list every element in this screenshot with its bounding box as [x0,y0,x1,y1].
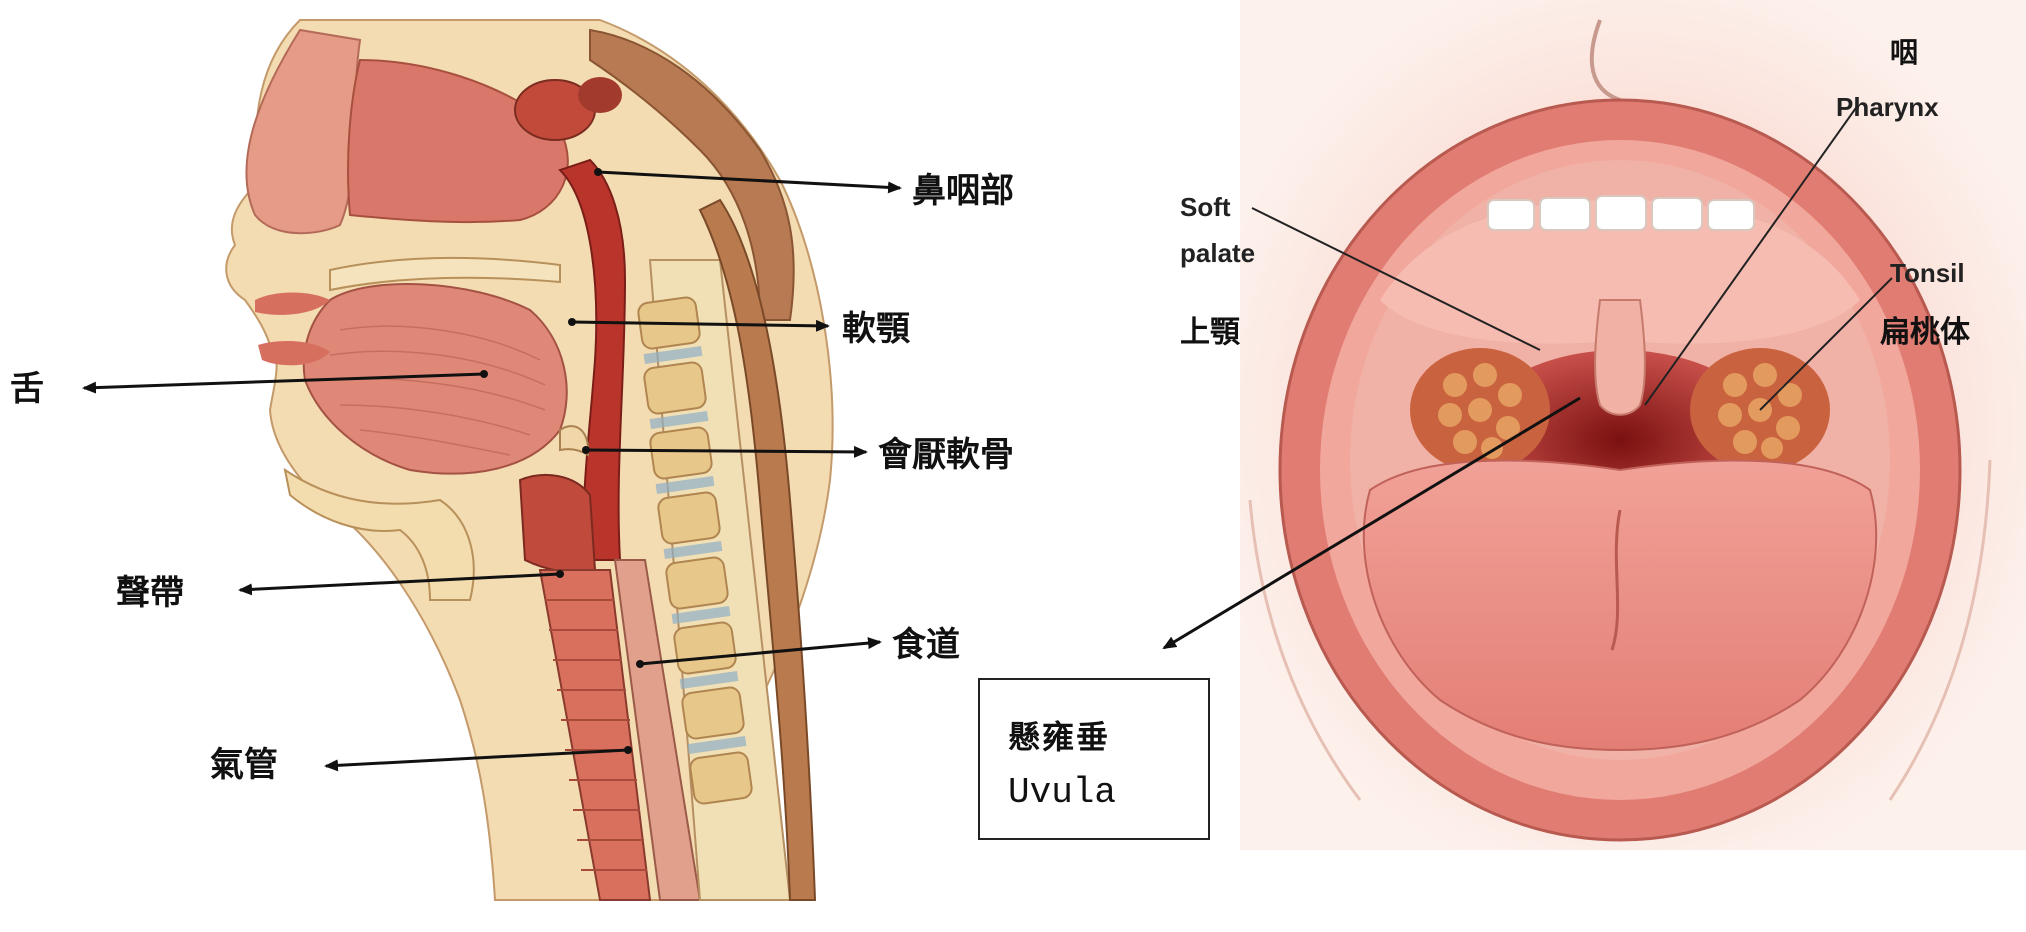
sagittal-head-section [226,20,832,900]
label-trachea: 氣管 [210,745,278,785]
label-soft-palate-zh: 上顎 [1180,315,1241,350]
label-tonsil-zh: 扁桃体 [1880,315,1971,350]
nose [246,30,360,233]
upper-teeth [1488,196,1754,230]
uvula-label-box: 懸雍垂 Uvula [978,678,1210,840]
label-pharynx-zh: 咽 [1890,36,1918,69]
label-soft-palate-en-2: palate [1180,238,1255,268]
label-pharynx-en: Pharynx [1836,92,1939,122]
label-tonsil-en: Tonsil [1890,258,1965,288]
label-vocal-cords: 聲帶 [116,573,184,613]
label-uvula-zh: 懸雍垂 [1008,712,1110,758]
arrow-epiglottis [586,450,866,452]
label-soft-palate-zh: 軟顎 [842,309,911,349]
sinus-inner [578,77,622,113]
label-esophagus: 食道 [892,625,960,665]
tonsil-left [1410,348,1550,472]
larynx [520,475,595,572]
label-nasopharynx: 鼻咽部 [912,171,1014,211]
uvula-shape [1595,300,1645,415]
label-epiglottis: 會厭軟骨 [878,435,1014,475]
label-soft-palate-en-1: Soft [1180,192,1231,222]
open-mouth-illustration [1240,0,2026,850]
label-tongue: 舌 [10,369,44,409]
label-uvula-en: Uvula [1008,772,1116,813]
